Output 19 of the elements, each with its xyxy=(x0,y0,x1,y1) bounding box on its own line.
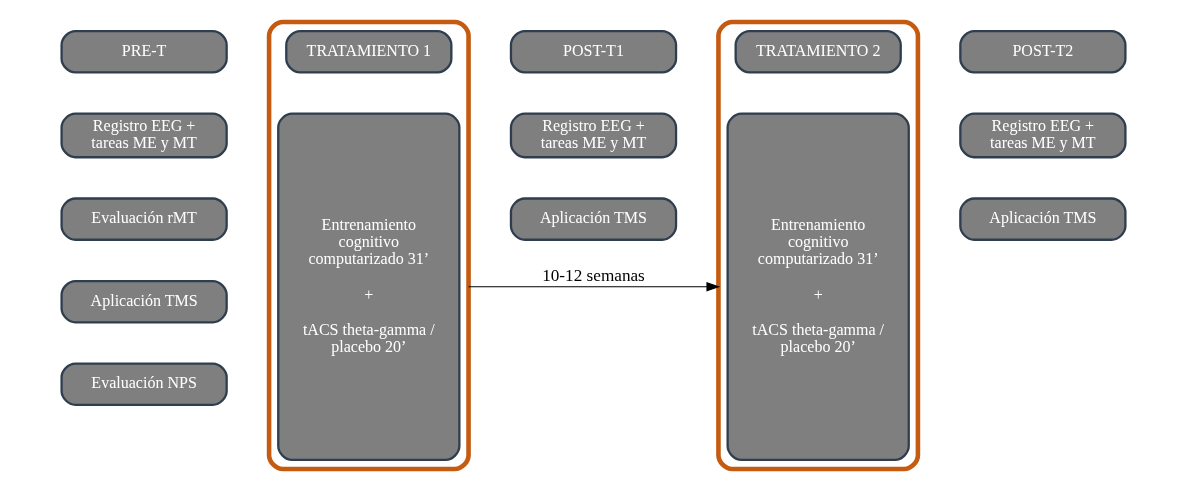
edge-label: 10-12 semanas xyxy=(542,266,645,286)
node-box: Aplicación TMS xyxy=(959,197,1127,241)
node-box: TRATAMIENTO 2 xyxy=(734,30,902,74)
node-box: Aplicación TMS xyxy=(60,279,228,324)
node-box: Evaluación rMT xyxy=(60,197,228,241)
arrow xyxy=(467,281,721,292)
node-box: Registro EEG + tareas ME y MT xyxy=(60,112,228,159)
node-box: Evaluación NPS xyxy=(60,362,228,406)
node-box: Aplicación TMS xyxy=(509,197,678,241)
node-box: PRE-T xyxy=(60,30,228,74)
node-box: POST-T1 xyxy=(509,30,678,74)
node-box: Entrenamiento cognitivo computarizado 31’ + tACS theta-gamma / placebo 20’ xyxy=(277,112,461,461)
node-box: Entrenamiento cognitivo computarizado 31’ + tACS theta-gamma / placebo 20’ xyxy=(726,112,910,461)
cluster xyxy=(266,19,471,472)
node-box: Registro EEG + tareas ME y MT xyxy=(959,112,1127,159)
node-box: Registro EEG + tareas ME y MT xyxy=(509,112,678,159)
cluster xyxy=(716,19,921,472)
node-box: TRATAMIENTO 1 xyxy=(285,30,453,74)
node-box: POST-T2 xyxy=(959,30,1127,74)
